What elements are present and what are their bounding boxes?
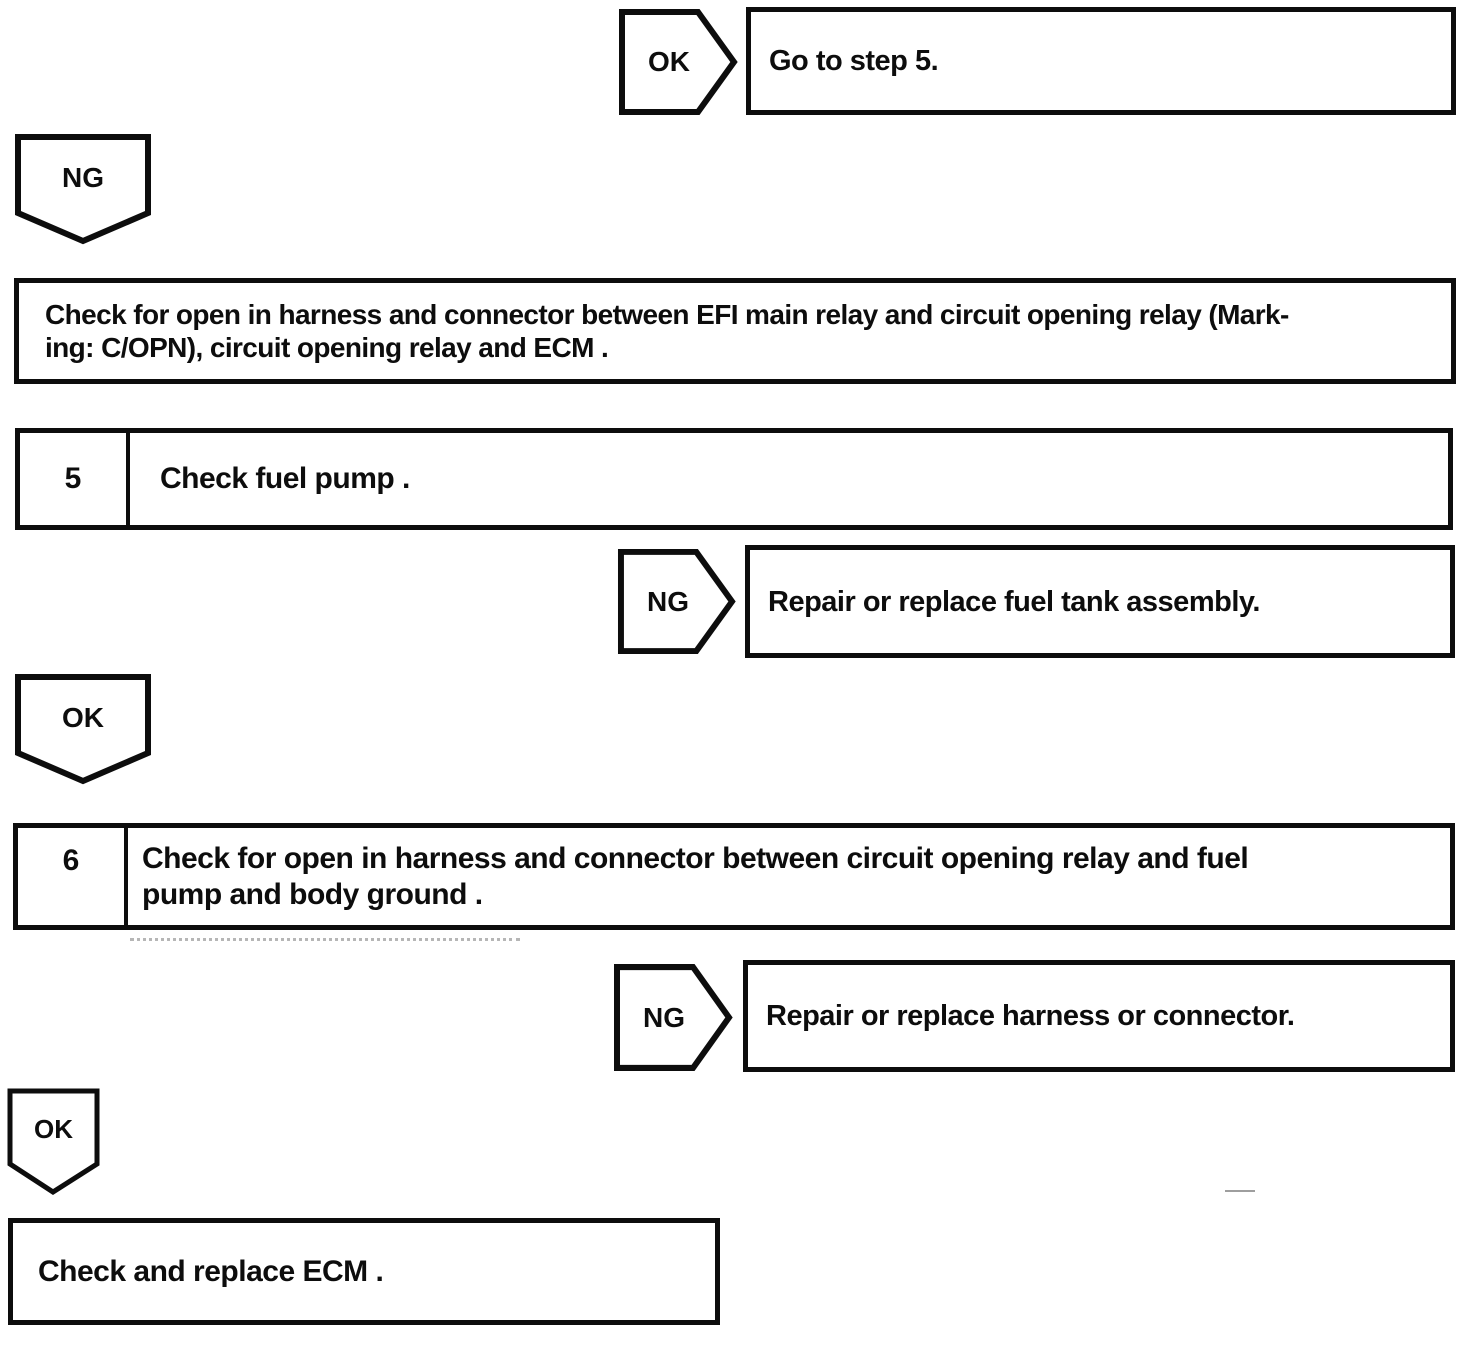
result-box-repair-harness: Repair or replace harness or connector. [743, 960, 1455, 1072]
pentagon-right-icon [617, 548, 736, 655]
result-text: Go to step 5. [769, 45, 939, 77]
step-6-box: 6 Check for open in harness and connecto… [13, 823, 1455, 930]
result-text: Repair or replace harness or connector. [766, 1000, 1295, 1032]
result-text: Repair or replace fuel tank assembly. [768, 585, 1260, 618]
pentagon-down-icon [15, 134, 151, 245]
harness-check-line-2: ing: C/OPN), circuit opening relay and E… [45, 332, 609, 363]
step-title-line-1: Check for open in harness and connector … [142, 841, 1249, 875]
ok-connector-right-top: OK [618, 8, 738, 116]
connector-label: NG [647, 585, 689, 617]
connector-label: OK [648, 46, 690, 77]
ok-connector-down-2: OK [7, 1088, 100, 1195]
connector-label: OK [62, 702, 104, 733]
pentagon-right-icon [614, 964, 733, 1071]
ng-connector-down: NG [14, 133, 152, 245]
pentagon-down-icon [7, 1088, 100, 1195]
step-5-box: 5 Check fuel pump . [15, 428, 1453, 530]
ok-connector-down-1: OK [14, 673, 152, 785]
final-action-box: Check and replace ECM . [8, 1218, 720, 1325]
final-action-text: Check and replace ECM . [38, 1254, 384, 1288]
result-box-repair-fuel-tank: Repair or replace fuel tank assembly. [745, 545, 1455, 658]
harness-open-check-box: Check for open in harness and connector … [14, 278, 1456, 384]
connector-label: OK [34, 1113, 73, 1144]
scan-artifact [1225, 1190, 1255, 1192]
step-title-line-2: pump and body ground . [142, 877, 483, 911]
result-box-go-to-step-5: Go to step 5. [746, 7, 1456, 115]
ng-connector-right-fuel-tank: NG [617, 548, 736, 655]
step-number-cell: 5 [20, 433, 130, 525]
connector-label: NG [643, 1001, 685, 1033]
ng-connector-right-harness: NG [613, 963, 733, 1072]
pentagon-down-icon [15, 674, 151, 785]
scan-artifact [130, 938, 520, 941]
step-number-cell: 6 [18, 828, 128, 925]
harness-check-line-1: Check for open in harness and connector … [45, 299, 1289, 330]
step-title: Check fuel pump . [160, 462, 410, 495]
connector-label: NG [62, 162, 104, 193]
pentagon-right-icon [619, 9, 738, 115]
